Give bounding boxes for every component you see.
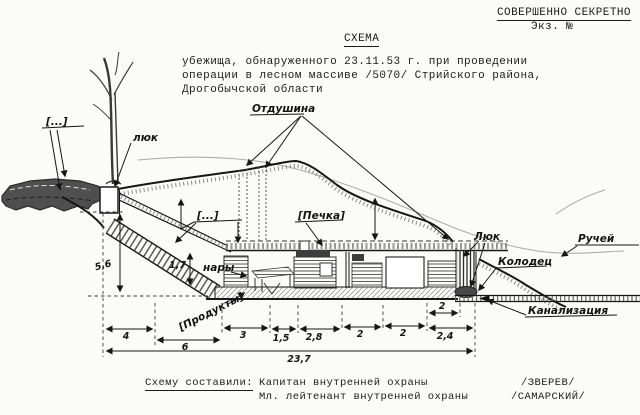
dim-room-height: 1,7 bbox=[169, 260, 186, 271]
copy-number: Экз. № bbox=[531, 21, 574, 33]
description-line-1: убежища, обнаруженного 23.11.53 г. при п… bbox=[182, 56, 528, 68]
label-vents: Отдушина bbox=[252, 103, 315, 115]
dimension-numbers: 5,6 1,7 4 6 3 1,5 2,8 2 2 2,4 2 23,7 bbox=[94, 258, 454, 365]
label-well: Колодец bbox=[498, 256, 552, 268]
camouflage-mound bbox=[1, 178, 105, 212]
credits-rank-2: Мл. лейтенант внутренней охраны bbox=[259, 391, 469, 403]
credits-prefix: Схему составили: bbox=[145, 377, 254, 391]
dim-well-width: 2 bbox=[439, 301, 446, 312]
exit-shaft bbox=[454, 248, 478, 298]
left-hatch-box bbox=[99, 186, 119, 214]
dim-seg-8: 2,4 bbox=[437, 331, 454, 342]
dim-depth-total: 5,6 bbox=[94, 258, 113, 273]
stove-door bbox=[319, 262, 333, 277]
sewer-pipe bbox=[455, 294, 640, 303]
dimension-extension-lines bbox=[80, 211, 476, 357]
dim-seg-2: 6 bbox=[182, 342, 189, 353]
tree bbox=[89, 51, 134, 185]
bench bbox=[351, 262, 383, 288]
credits-name-1: /ЗВЕРЕВ/ bbox=[521, 377, 576, 389]
secrecy-stamp: СОВЕРШЕННО СЕКРЕТНО bbox=[497, 7, 631, 21]
storage-crate bbox=[427, 260, 457, 288]
floor-hatching bbox=[215, 287, 455, 299]
label-sewer: Канализация bbox=[528, 305, 608, 317]
description-line-2: операции в лесном массиве /5070/ Стрийск… bbox=[182, 70, 542, 82]
dim-seg-1: 4 bbox=[122, 331, 130, 342]
dim-seg-5: 2,8 bbox=[306, 332, 323, 343]
entrance-staircase bbox=[99, 186, 221, 300]
dimension-lines bbox=[105, 197, 474, 355]
shaft-hatching bbox=[457, 250, 476, 290]
label-stove: [Печка] bbox=[297, 210, 345, 222]
stair-steps bbox=[106, 219, 219, 299]
label-stream: Ручей bbox=[578, 233, 615, 245]
dim-seg-3: 3 bbox=[240, 330, 247, 341]
well-mouth bbox=[454, 286, 478, 298]
storage-box bbox=[385, 256, 425, 289]
vent-channels bbox=[238, 166, 267, 241]
dim-total-length: 23,7 bbox=[287, 354, 311, 365]
document-title: СХЕМА bbox=[344, 33, 380, 47]
document-description: убежища, обнаруженного 23.11.53 г. при п… bbox=[182, 55, 542, 97]
label-camouflage-redacted: [...] bbox=[45, 116, 68, 128]
stove-top bbox=[296, 250, 330, 257]
bunks-platform bbox=[251, 266, 295, 279]
label-ceiling-redacted: [...] bbox=[196, 210, 219, 222]
dim-seg-6: 2 bbox=[357, 329, 364, 340]
dim-seg-4: 1,5 bbox=[273, 333, 290, 344]
credits-rank-1: Капитан внутренней охраны bbox=[259, 377, 428, 389]
dim-seg-7: 2 bbox=[400, 328, 407, 339]
leader-lines bbox=[41, 113, 639, 318]
label-bunks: нары bbox=[203, 262, 235, 274]
label-hatch-right: Люк bbox=[473, 231, 501, 243]
label-hatch-left: люк bbox=[133, 132, 159, 144]
credits-name-2: /САМАРСКИЙ/ bbox=[511, 391, 586, 403]
description-line-3: Дрогобычской области bbox=[182, 84, 324, 96]
